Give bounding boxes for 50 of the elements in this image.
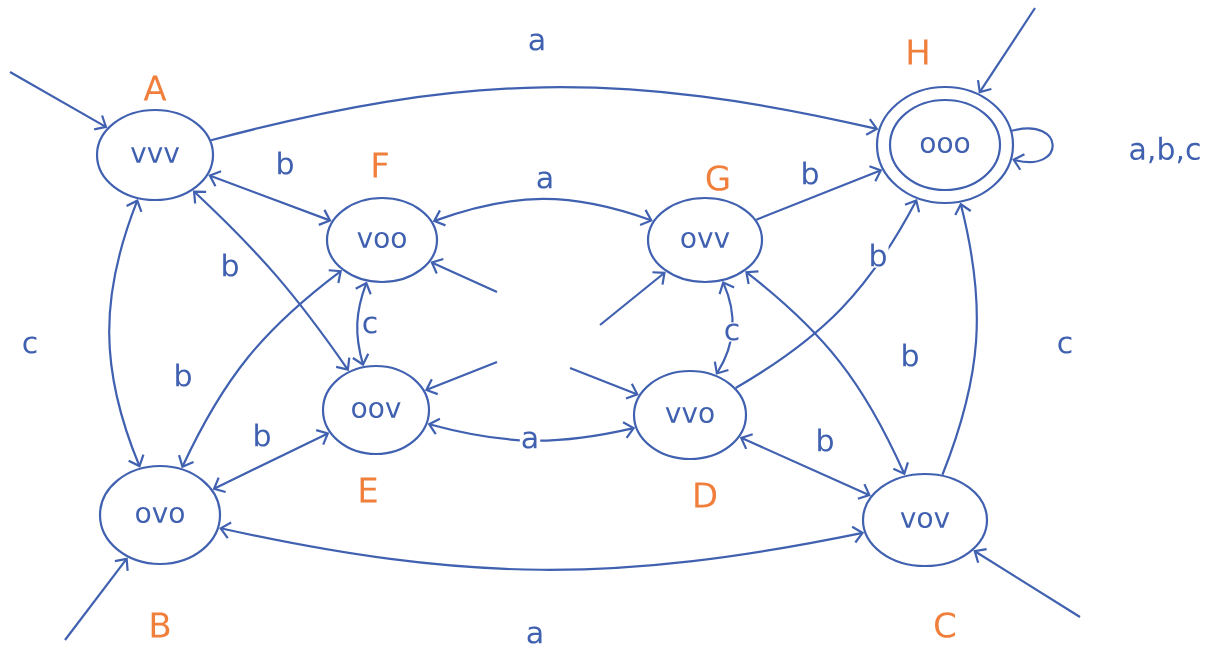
arrow — [976, 7, 1036, 94]
edge-label: a — [526, 32, 548, 52]
edge-label: a,b,c — [1127, 135, 1203, 165]
edge-label: b — [219, 252, 241, 278]
edge-label: b — [814, 427, 836, 453]
arrow — [973, 548, 1081, 618]
state-letter: C — [935, 612, 956, 638]
arrow — [755, 165, 883, 221]
arrow — [192, 190, 351, 372]
state-letter: E — [360, 477, 377, 503]
arrow — [64, 557, 129, 641]
arrow — [745, 270, 909, 476]
state-letter: D — [695, 482, 717, 508]
edge-label: b — [251, 422, 273, 448]
arrow — [432, 197, 653, 227]
arrow — [108, 199, 145, 468]
edge-label: c — [1055, 335, 1075, 355]
arrow — [569, 366, 639, 400]
arrow — [219, 521, 865, 571]
state-letter: F — [373, 152, 388, 178]
edge-label: a — [519, 430, 541, 450]
state-letter: H — [908, 39, 928, 65]
arrow — [9, 71, 108, 131]
edge-label: c — [360, 315, 380, 335]
arrow — [177, 269, 343, 469]
arrow — [352, 281, 372, 367]
arrow — [1011, 127, 1054, 171]
edge-label: b — [172, 362, 194, 388]
arrow — [599, 271, 666, 326]
state-letter: A — [143, 75, 167, 101]
edge-label: b — [867, 242, 889, 268]
state-letter: B — [151, 612, 170, 638]
arrow — [208, 170, 332, 226]
arrow — [735, 199, 921, 389]
edge-label: c — [20, 335, 40, 355]
edge-label: a — [534, 170, 556, 190]
arrow — [941, 202, 978, 476]
edge-label: a — [524, 625, 546, 645]
arrow — [427, 417, 636, 442]
arrow — [212, 429, 330, 494]
arrow — [210, 86, 879, 142]
edge-label: b — [274, 150, 296, 176]
state-letter: G — [706, 165, 729, 191]
edge-label: b — [899, 342, 921, 368]
arrow — [713, 281, 735, 375]
arrow — [430, 257, 498, 293]
arrow — [739, 433, 871, 500]
edge-label: c — [722, 322, 742, 342]
edge-label: b — [799, 160, 821, 186]
arrow — [424, 360, 498, 396]
